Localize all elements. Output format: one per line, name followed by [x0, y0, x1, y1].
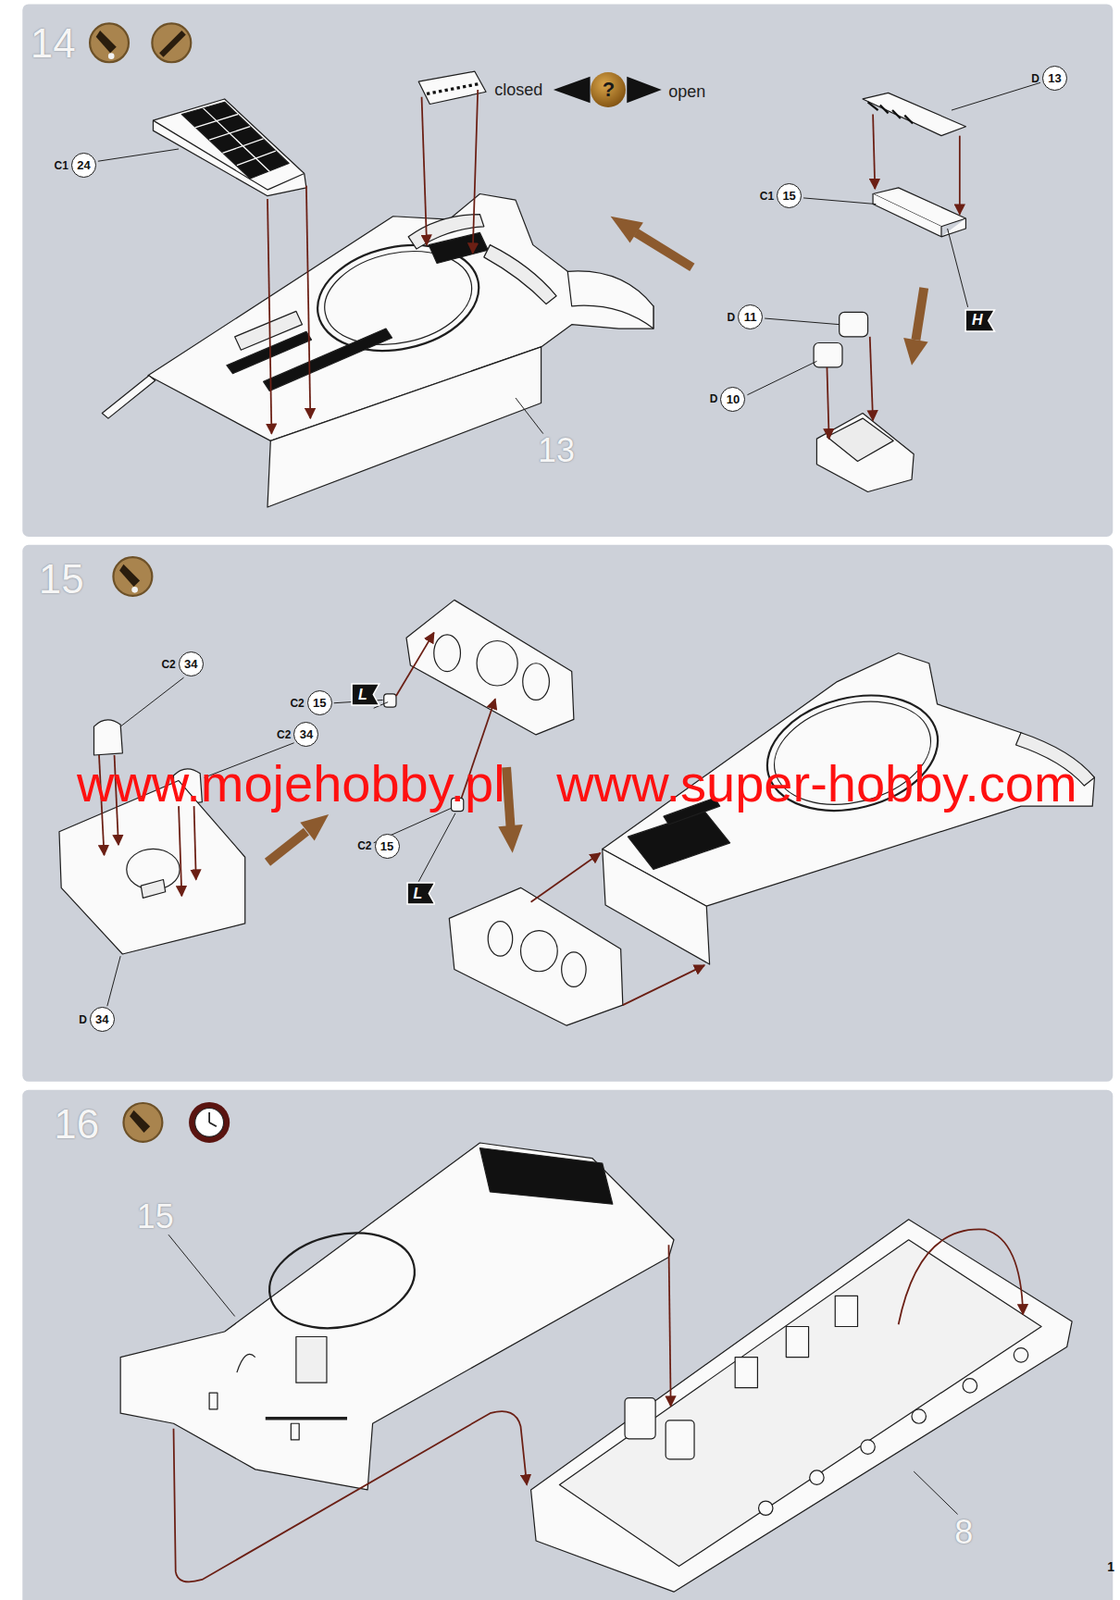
- callout-number: 24: [76, 159, 90, 172]
- decal-flag: L: [350, 683, 381, 707]
- sprue-letter: C2: [289, 697, 304, 710]
- subassembly-number: 8: [954, 1516, 973, 1550]
- callout-circle: C215: [307, 690, 333, 716]
- subassembly-number: 13: [537, 434, 575, 468]
- step-number: 15: [38, 559, 85, 600]
- watermark: www.mojehobby.pl: [76, 758, 506, 810]
- callout-number: 34: [95, 1013, 109, 1026]
- callout-number: 13: [1047, 72, 1061, 85]
- choice-arrowheads: [553, 76, 662, 104]
- callout-number: 15: [312, 696, 326, 710]
- callout-circle: C124: [71, 152, 97, 178]
- sprue-letter: C2: [276, 729, 291, 741]
- assembly-arrows: [99, 89, 1023, 1582]
- sprue-letter: C1: [54, 160, 69, 172]
- sprue-letter: D: [709, 393, 719, 405]
- option-label: closed: [494, 81, 543, 99]
- step-number: 16: [53, 1104, 100, 1145]
- option-label: open: [668, 83, 706, 100]
- callout-circle: C234: [178, 651, 204, 677]
- sprue-letter: D: [78, 1014, 88, 1026]
- callout-number: 34: [184, 658, 198, 671]
- decal-letter: L: [413, 886, 429, 902]
- callout-circle: C215: [374, 833, 400, 859]
- decal-flag: L: [406, 882, 436, 906]
- step-panels: [22, 3, 1113, 1600]
- decal-flag: H: [964, 309, 996, 333]
- callout-circle: D34: [89, 1007, 115, 1033]
- option-mark: ?: [602, 79, 615, 100]
- glue-icons: [89, 23, 230, 1144]
- sprue-letter: C2: [357, 840, 372, 852]
- sprue-letter: D: [727, 311, 736, 324]
- callout-number: 15: [380, 840, 394, 853]
- callout-number: 34: [299, 728, 313, 741]
- step-number: 14: [30, 23, 76, 64]
- sprue-letter: C1: [759, 190, 774, 202]
- watermark: www.super-hobby.com: [556, 758, 1077, 810]
- subassembly-number: 15: [136, 1200, 175, 1234]
- hull-parts: [59, 71, 1095, 1593]
- callout-number: 15: [782, 189, 796, 202]
- page-number: 1: [1107, 1560, 1115, 1574]
- sprue-letter: D: [1031, 73, 1040, 85]
- callout-number: 11: [744, 311, 758, 324]
- callout-circle: D10: [720, 386, 746, 412]
- callout-number: 10: [726, 393, 740, 406]
- decal-letter: L: [358, 687, 374, 703]
- decal-letter: H: [971, 312, 989, 328]
- sprue-letter: C2: [161, 659, 175, 671]
